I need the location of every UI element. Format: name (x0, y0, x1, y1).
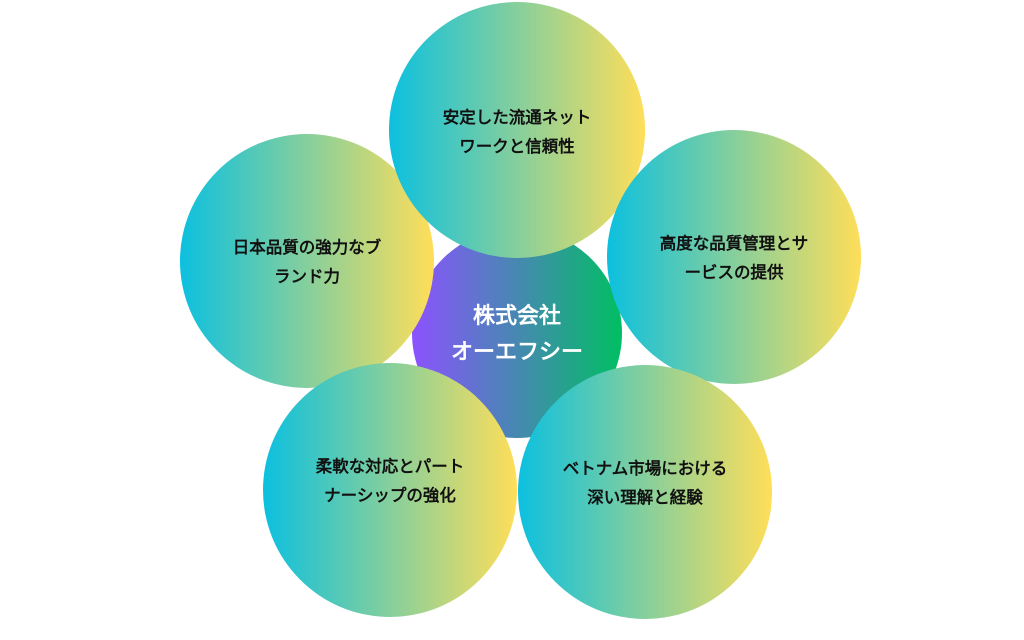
node-label-line2: ービスの提供 (685, 262, 785, 282)
node-label-line2: ワークと信頼性 (459, 136, 575, 156)
center-circle (412, 228, 622, 438)
node-label-line2: ナーシップの強化 (324, 485, 456, 505)
node-circle (518, 365, 772, 619)
node-vietnam: ベトナム市場における 深い理解と経験 (518, 365, 772, 619)
center-label-line1: 株式会社 (473, 303, 561, 329)
node-label-line1: 安定した流通ネット (443, 107, 592, 127)
node-circle (180, 134, 434, 388)
node-label-line2: 深い理解と経験 (587, 487, 703, 507)
node-label-line1: 高度な品質管理とサ (660, 233, 809, 253)
node-quality: 高度な品質管理とサ ービスの提供 (607, 130, 861, 384)
node-circle (607, 130, 861, 384)
node-label-line1: 柔軟な対応とパート (316, 456, 465, 476)
node-circle (263, 363, 517, 617)
node-partnership: 柔軟な対応とパート ナーシップの強化 (263, 363, 517, 617)
center-node: 株式会社 オーエフシー (412, 228, 622, 438)
node-network: 安定した流通ネット ワークと信頼性 (389, 2, 645, 258)
center-label-line2: オーエフシー (451, 340, 583, 365)
node-label-line1: 日本品質の強力なブ (233, 237, 382, 257)
node-label-line2: ランド力 (274, 266, 340, 286)
node-brand: 日本品質の強力なブ ランド力 (180, 134, 434, 388)
node-circle (389, 2, 645, 258)
node-label-line1: ベトナム市場における (563, 458, 728, 478)
